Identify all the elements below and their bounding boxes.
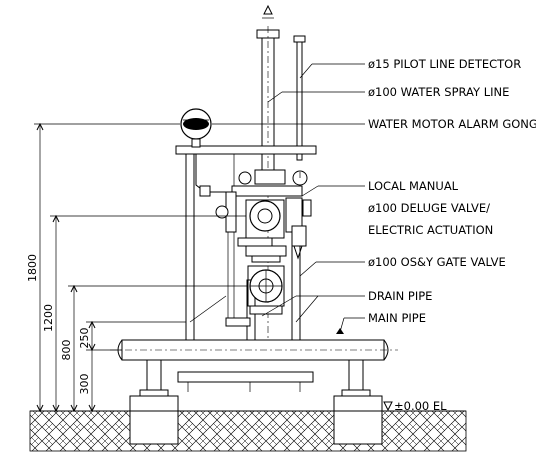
dimension-lines [34, 122, 248, 413]
main-pipe [110, 339, 398, 361]
label-local-manual: LOCAL MANUAL [368, 179, 459, 193]
alarm-gong [180, 108, 228, 197]
label-spray-line: ø100 WATER SPRAY LINE [368, 85, 509, 99]
elevation-marker [383, 401, 393, 412]
dim-1200: 1200 [42, 304, 55, 332]
dim-300: 300 [78, 374, 91, 395]
dim-1800: 1800 [26, 254, 39, 282]
arrow-up-icon [262, 4, 274, 19]
label-main-pipe: MAIN PIPE [368, 311, 426, 325]
label-electric-actuation: ELECTRIC ACTUATION [368, 223, 493, 237]
pipe-supports [139, 359, 371, 397]
label-elevation: ±0.00 EL [394, 399, 447, 413]
deluge-valve [215, 169, 312, 260]
dim-800: 800 [60, 340, 73, 361]
gate-valve [245, 245, 287, 315]
label-drain-pipe: DRAIN PIPE [368, 289, 432, 303]
label-deluge-valve: ø100 DELUGE VALVE/ [368, 201, 490, 215]
leader-lines [189, 63, 365, 334]
dim-250: 250 [78, 328, 91, 349]
label-gate-valve: ø100 OS&Y GATE VALVE [368, 255, 506, 269]
label-alarm-gong: WATER MOTOR ALARM GONG [368, 117, 536, 131]
label-pilot-line: ø15 PILOT LINE DETECTOR [368, 57, 521, 71]
